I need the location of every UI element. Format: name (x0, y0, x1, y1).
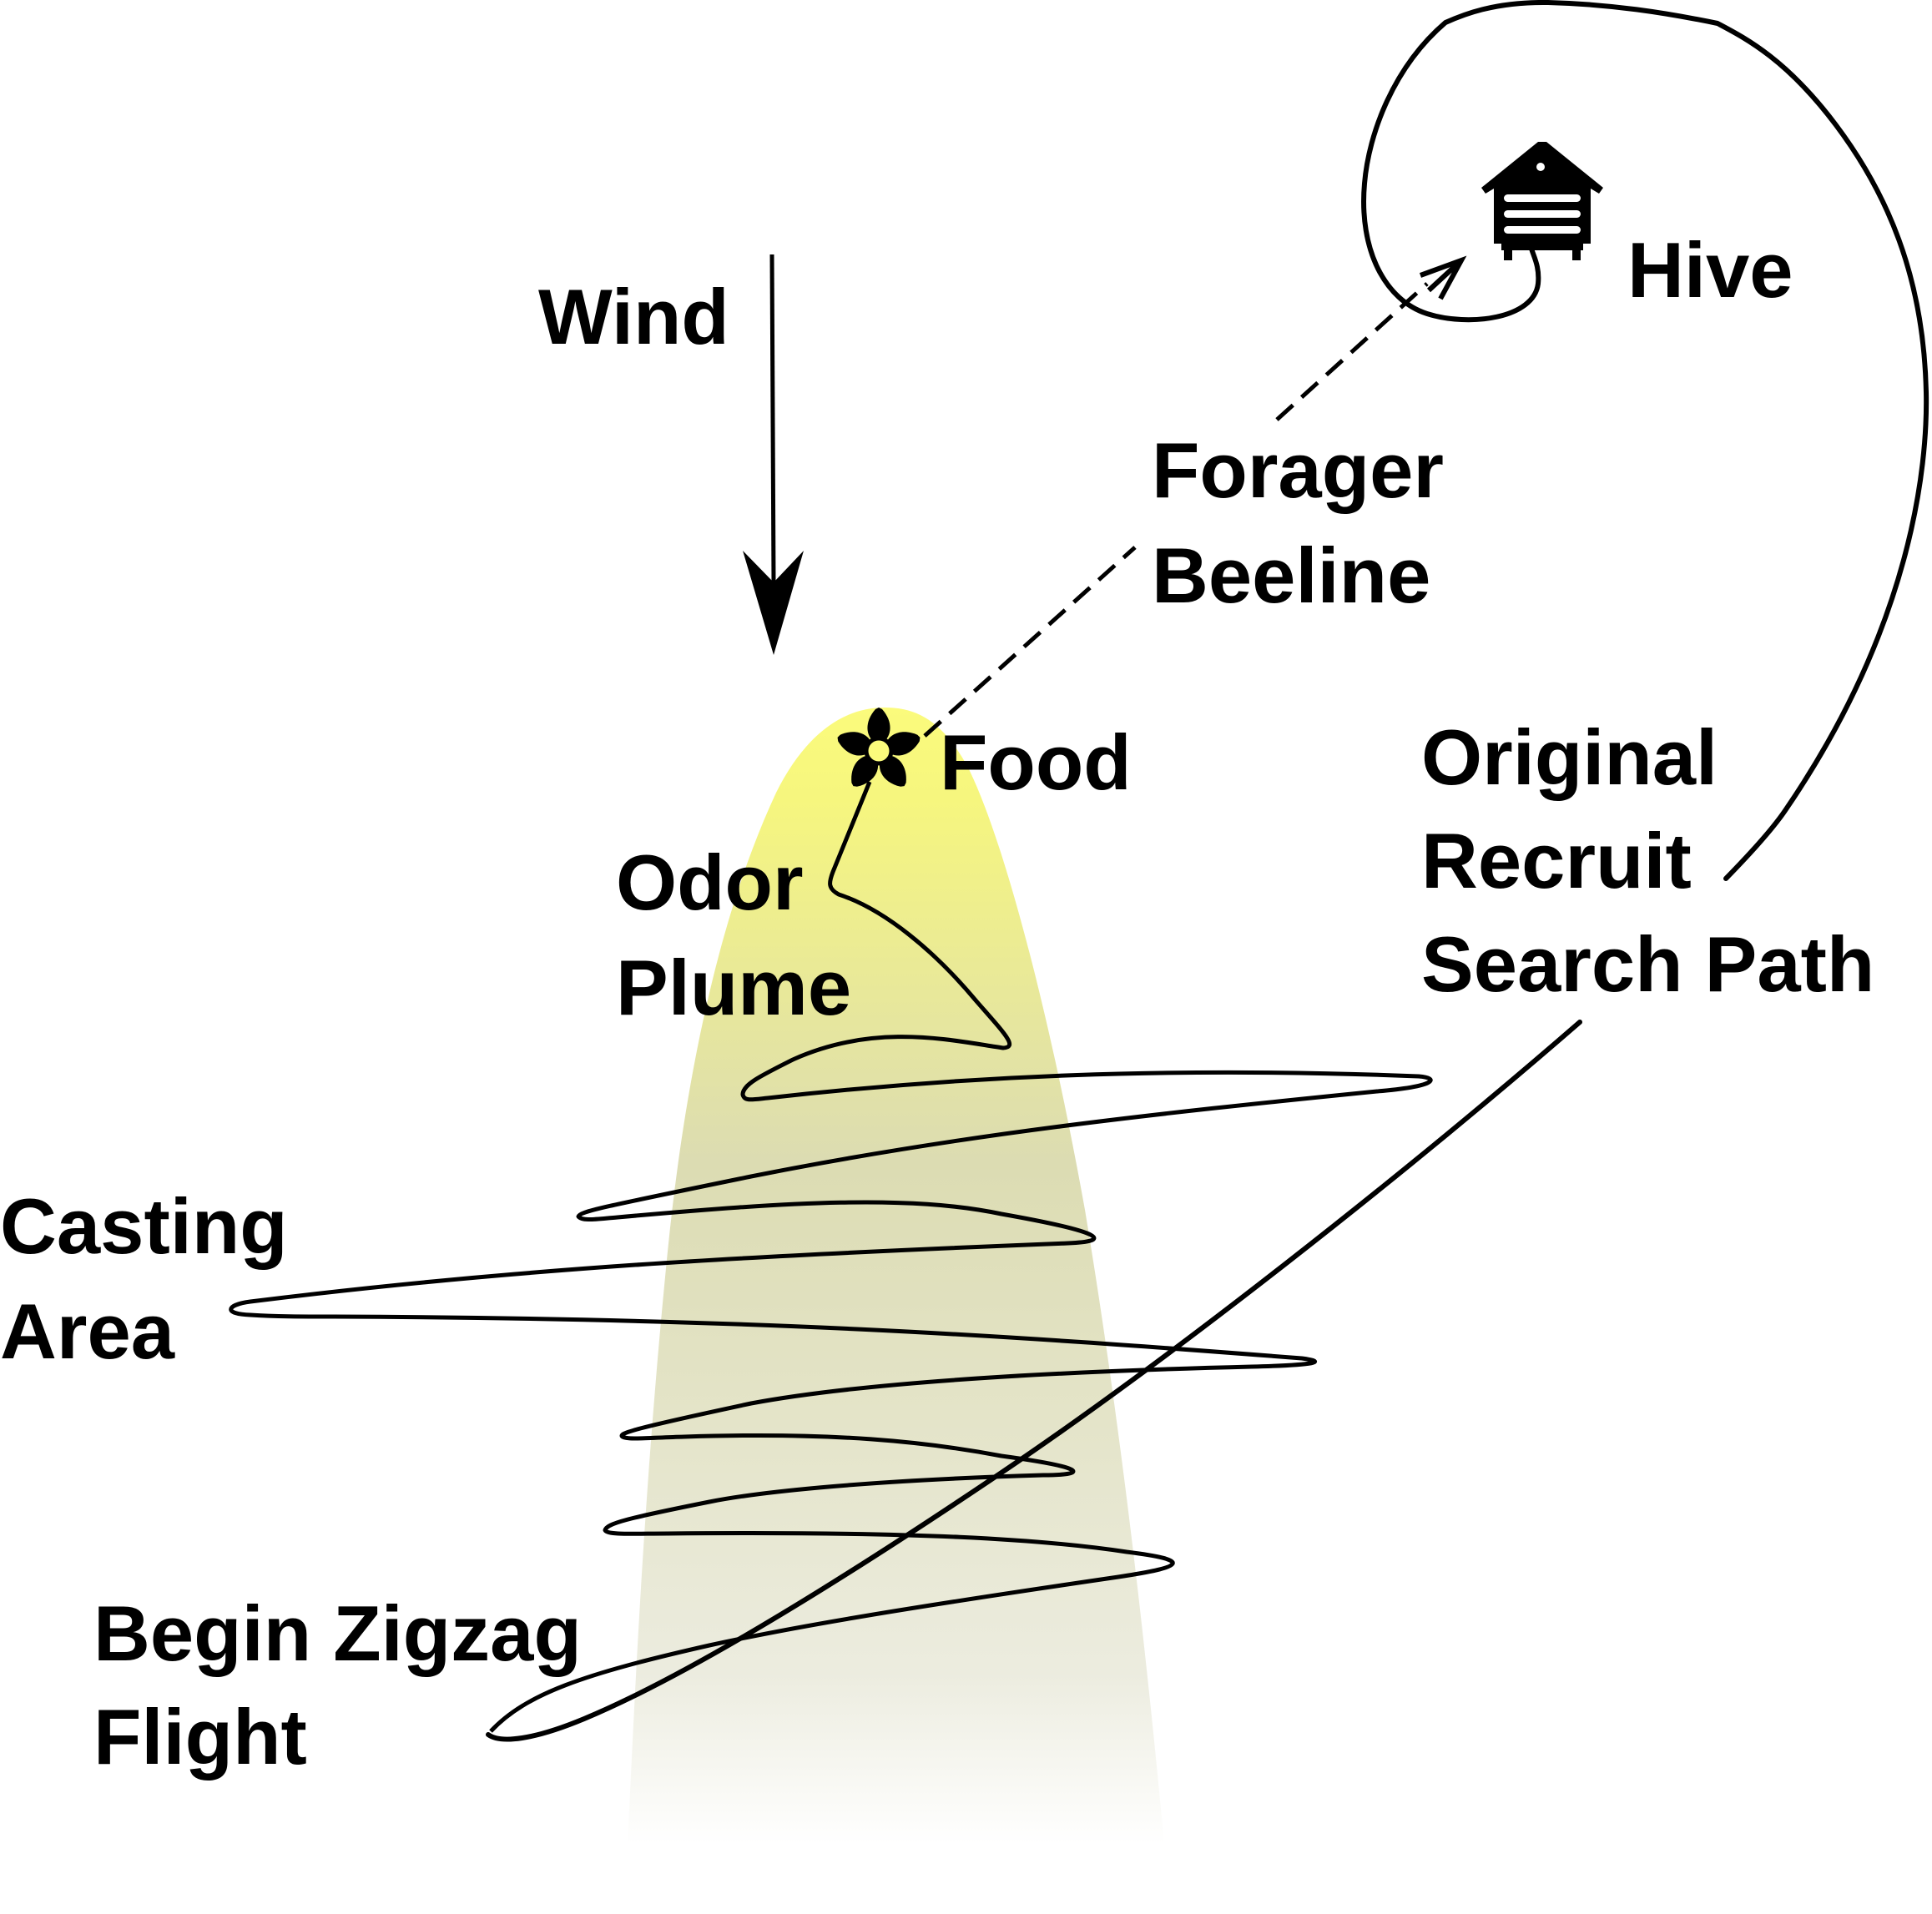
arrow-down-icon (743, 551, 804, 655)
recruit-search-path (486, 0, 1929, 1742)
beehive-icon (1481, 142, 1603, 260)
odor-plume-shape (628, 708, 1164, 1844)
casting-area-label-line1: Casting (0, 1182, 288, 1270)
hive-label: Hive (1627, 226, 1793, 314)
zigzag-flight-label-line1: Begin Zigzag (93, 1589, 582, 1677)
forager-beeline-label-line2: Beeline (1152, 531, 1430, 619)
food-label: Food (940, 718, 1132, 806)
forager-beeline (923, 255, 1467, 738)
recruit-path-label-line3: Search Path (1421, 920, 1874, 1008)
beeline-arrowhead (1419, 255, 1467, 300)
forager-beeline-label-line1: Forager (1152, 426, 1444, 514)
wind-arrow (743, 254, 804, 655)
recruit-path-label-line2: Recruit (1421, 817, 1692, 904)
flower-icon (834, 708, 924, 793)
zigzag-casting-flight (229, 781, 1433, 1733)
wind-label: Wind (538, 273, 729, 360)
odor-plume-label-line1: Odor (616, 839, 804, 926)
recruit-path-label-line1: Original (1421, 713, 1718, 801)
odor-plume-label-line2: Plume (616, 944, 851, 1031)
casting-area-label-line2: Area (0, 1287, 175, 1375)
wind-arrow-shaft (769, 254, 776, 585)
zigzag-flight-label-line2: Flight (93, 1693, 307, 1781)
